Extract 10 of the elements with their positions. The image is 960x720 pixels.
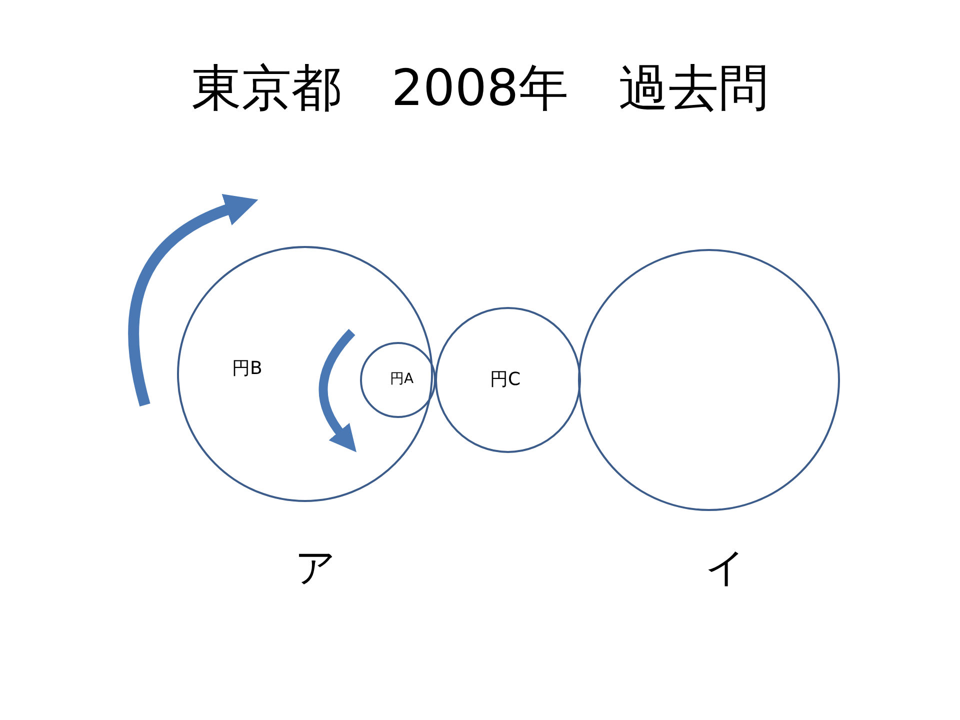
part-label: ア (295, 544, 336, 593)
part-label: イ (705, 544, 746, 593)
circle (177, 246, 433, 502)
circle (360, 342, 436, 418)
title: 東京都 2008年 過去問 (190, 58, 770, 119)
circle-label: 円C (490, 368, 521, 391)
circle-label: 円B (232, 357, 262, 380)
circle (578, 249, 840, 511)
circle-label: 円A (390, 370, 414, 388)
circle (435, 307, 581, 453)
